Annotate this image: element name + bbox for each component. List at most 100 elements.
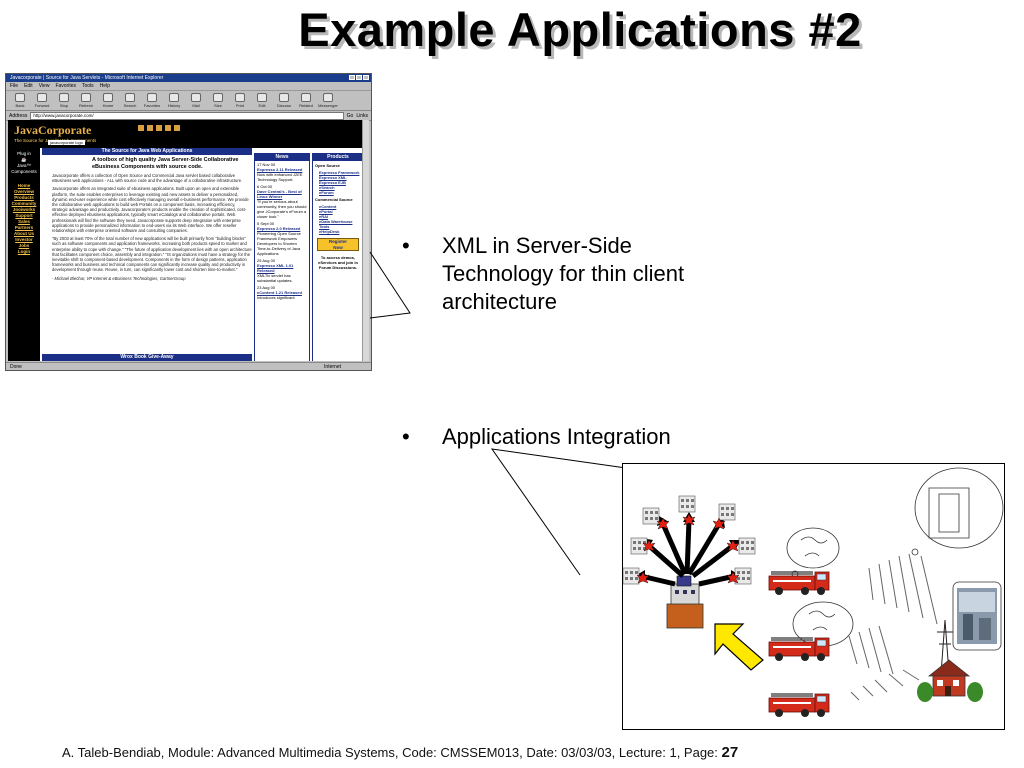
main-header-bar: The Source for Java Web Applications [42,148,252,155]
status-text: Done [10,364,22,370]
menu-tools[interactable]: Tools [82,83,94,89]
product-link[interactable]: Expresso XML [319,175,347,180]
nav-overview[interactable]: Overview [13,189,34,194]
plug-in-label: Plug in ☕ Java™ Components [8,151,40,175]
product-link[interactable]: Expresso Framework [319,170,360,175]
menu-file[interactable]: File [10,83,19,89]
commercial-label: Commercial Source [315,197,353,202]
forward-button[interactable]: Forward [32,93,52,108]
go-button[interactable]: Go [346,112,354,119]
register-button[interactable]: Register Now [317,238,359,251]
news-link[interactable]: Expresso 2.0 Released [257,226,301,231]
home-button[interactable]: Home [98,93,118,108]
nav-products[interactable]: Products [14,195,34,200]
vertical-scrollbar[interactable] [362,120,369,361]
page-number: 27 [721,744,739,761]
nav-login[interactable]: Login [17,249,31,254]
products-header: Products [313,154,363,161]
nav-about-us[interactable]: About Us [14,231,34,236]
nav-support[interactable]: Support [15,213,33,218]
product-link[interactable]: Expresso EJB [319,180,346,185]
main-paragraph: Javacorporate offers an integrated suite… [52,186,249,234]
favorites-button[interactable]: Favorites [142,93,162,108]
nav-community[interactable]: Community [11,201,37,206]
history-button[interactable]: History [164,93,184,108]
links-button[interactable]: Links [356,112,368,119]
news-item: 23 Aug 00 eContent 1.21 Released Introdu… [255,284,309,301]
integration-diagram [622,463,1005,730]
bullet-dot: • [402,424,410,449]
browser-menubar: File Edit View Favorites Tools Help [6,82,371,91]
bullet-text: XML in Server-Side [442,233,632,258]
nav-sales[interactable]: Sales [18,219,30,224]
nav-jooiworks[interactable]: Jooiworks [12,207,36,212]
nav-jobs[interactable]: Jobs [18,243,30,248]
nav-home[interactable]: Home [17,183,31,188]
mail-icon[interactable] [138,125,144,131]
menu-favorites[interactable]: Favorites [55,83,76,89]
product-link[interactable]: ePortal [319,209,333,214]
news-link[interactable]: Expresso 2.11 Released [257,167,303,172]
related-icon [301,93,311,102]
print-icon [235,93,245,102]
people-icon[interactable] [156,125,162,131]
mail-button[interactable]: Mail [186,93,206,108]
news-header: News [255,154,309,161]
back-button[interactable]: Back [10,93,30,108]
help-icon[interactable] [165,125,171,131]
refresh-button[interactable]: Refresh [76,93,96,108]
related-button[interactable]: Related [296,93,316,108]
product-link[interactable]: eSearch [319,185,335,190]
yellow-arrow-icon [714,623,764,671]
site-left-nav: Plug in ☕ Java™ Components Home Overview… [8,148,40,361]
nav-partners[interactable]: Partners [14,225,34,230]
news-link[interactable]: Dave Central's - Best of Linux Winner [257,189,302,199]
messenger-button[interactable]: Messenger [318,93,338,108]
main-footer-bar[interactable]: Wrox Book Give-Away [42,354,252,361]
central-building-icon [666,575,704,629]
news-item: 25 Aug 00 Expresso XML 1.01 Released XML… [255,257,309,284]
print-button[interactable]: Print [230,93,250,108]
close-icon[interactable] [363,75,369,80]
window-buttons [349,75,369,80]
address-input[interactable]: http://www.javacorporate.com/ [30,111,344,120]
java-cup-icon: ☕ [21,157,27,162]
news-link[interactable]: Expresso XML 1.01 Released [257,263,294,273]
stop-icon [59,93,69,102]
chart-icon[interactable] [147,125,153,131]
menu-edit[interactable]: Edit [24,83,33,89]
edit-button[interactable]: Edit [252,93,272,108]
callout-line-diagram [490,448,627,576]
minimize-icon[interactable] [349,75,355,80]
bullet-text: Applications Integration [442,424,671,449]
size-button[interactable]: Size [208,93,228,108]
stop-button[interactable]: Stop [54,93,74,108]
back-icon [15,93,25,102]
home-icon [103,93,113,102]
browser-titlebar: Javacorporate | Source for Java Servlets… [6,74,371,82]
discuss-icon [279,93,289,102]
discuss-button[interactable]: Discuss [274,93,294,108]
nav-investor[interactable]: Investor [15,237,33,242]
product-link[interactable]: eContent [319,204,337,209]
browser-toolbar: Back Forward Stop Refresh Home Search Fa… [6,91,371,111]
open-source-label: Open Source [315,163,340,168]
menu-view[interactable]: View [38,83,50,89]
product-link[interactable]: eData Warehouse Tools [319,219,353,229]
maximize-icon[interactable] [356,75,362,80]
mail-icon [191,93,201,102]
product-link[interactable]: eRAI [319,214,329,219]
bullet-dot: • [402,233,410,258]
site-main-column: The Source for Java Web Applications A t… [42,148,252,361]
product-link[interactable]: eForum [319,190,334,195]
menu-help[interactable]: Help [99,83,110,89]
search-button[interactable]: Search [120,93,140,108]
product-link[interactable]: eHelpDesk [319,229,340,234]
bullet-text: architecture [442,289,557,314]
globe-icon[interactable] [174,125,180,131]
callout-line-browser [369,251,411,319]
news-item: 6 Oct 00 Dave Central's - Best of Linux … [257,184,307,219]
news-link[interactable]: eContent 1.21 Released [257,290,302,295]
edit-icon [257,93,267,102]
bullet-text: Technology for thin client [442,261,685,286]
